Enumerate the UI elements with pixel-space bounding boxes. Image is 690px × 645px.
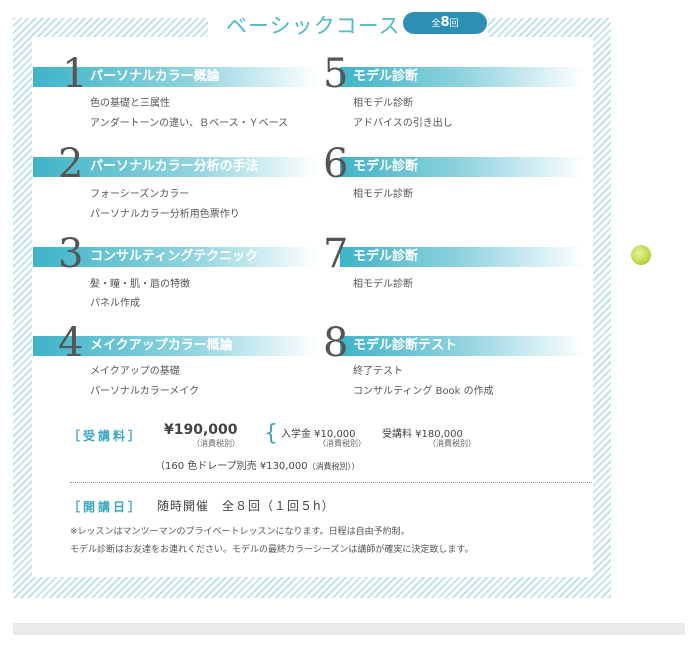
entrance-fee-tax: （消費税別） xyxy=(318,439,366,448)
total-price-tax: （消費税別） xyxy=(192,439,240,448)
lesson-2-band xyxy=(33,157,318,177)
bottom-bar xyxy=(13,623,685,635)
tuition-fee: 受講料 ¥180,000 xyxy=(382,429,463,440)
lesson-5-heading: モデル診断 xyxy=(353,69,419,84)
lesson-6-heading: モデル診断 xyxy=(353,159,419,174)
lesson-1-item: アンダートーンの違い、Ｂベース・Ｙベース xyxy=(90,118,289,129)
lesson-2-item: フォーシーズンカラー xyxy=(90,189,190,200)
badge-number: 8 xyxy=(440,15,450,30)
entrance-fee: 入学金 ¥10,000 xyxy=(281,429,356,440)
lesson-2-number: 2 xyxy=(58,141,84,187)
lesson-5-item: アドバイスの引き出し xyxy=(353,118,453,129)
lesson-7-number: 7 xyxy=(323,231,349,277)
lesson-6-number: 6 xyxy=(323,141,349,187)
lesson-4-band xyxy=(33,336,318,356)
lesson-3-band xyxy=(33,247,318,267)
lesson-4-heading: メイクアップカラー概論 xyxy=(90,338,233,353)
lesson-1-band xyxy=(33,67,318,87)
schedule-note: ※レッスンはマンツーマンのプライベートレッスンになります。日程は自由予約制。 xyxy=(70,527,410,537)
lesson-4-item: メイクアップの基礎 xyxy=(90,366,180,377)
lesson-4-item: パーソナルカラーメイク xyxy=(90,386,200,397)
badge-suffix: 回 xyxy=(449,19,459,29)
lesson-7-item: 相モデル診断 xyxy=(353,279,413,290)
schedule-label: ［開講日］ xyxy=(68,500,144,514)
content-panel xyxy=(32,37,593,577)
lesson-1-item: 色の基礎と三属性 xyxy=(90,98,170,109)
lesson-1-number: 1 xyxy=(62,51,88,97)
swirl-icon xyxy=(631,245,651,265)
lesson-5-band xyxy=(340,67,585,87)
lesson-7-band xyxy=(340,247,585,267)
badge-prefix: 全 xyxy=(431,19,441,29)
total-price: ¥190,000 xyxy=(164,422,238,438)
lesson-5-number: 5 xyxy=(323,51,349,97)
lesson-8-item: コンサルティング Book の作成 xyxy=(353,386,494,397)
lesson-4-number: 4 xyxy=(58,320,84,366)
lesson-8-number: 8 xyxy=(323,320,349,366)
drape-price-text: （160 色ドレープ別売 ¥130,000 xyxy=(155,461,308,472)
course-title: ベーシックコース xyxy=(226,14,401,38)
lesson-3-item: パネル作成 xyxy=(90,298,140,309)
lesson-8-band xyxy=(340,336,585,356)
lesson-6-band xyxy=(340,157,585,177)
lesson-7-heading: モデル診断 xyxy=(353,249,419,264)
lesson-1-heading: パーソナルカラー概論 xyxy=(90,69,220,84)
lesson-5-item: 相モデル診断 xyxy=(353,98,413,109)
drape-price-tax: （消費税別）） xyxy=(307,462,360,471)
schedule-text: 随時開催 全８回（１回５h） xyxy=(157,499,335,513)
lesson-8-heading: モデル診断テスト xyxy=(353,338,458,353)
session-count-badge: 全8回 xyxy=(403,12,487,34)
brace: { xyxy=(264,421,278,446)
drape-price: （160 色ドレープ別売 ¥130,000（消費税別）） xyxy=(155,457,360,472)
lesson-2-item: パーソナルカラー分析用色票作り xyxy=(90,209,240,220)
lesson-6-item: 相モデル診断 xyxy=(353,189,413,200)
lesson-2-heading: パーソナルカラー分析の手法 xyxy=(90,159,259,174)
lesson-3-heading: コンサルティングテクニック xyxy=(90,249,259,264)
divider xyxy=(70,482,592,483)
tuition-fee-tax: （消費税別） xyxy=(428,439,476,448)
schedule-note: モデル診断はお友達をお連れください。モデルの最終カラーシーズンは講師が確実に決定… xyxy=(70,545,474,555)
lesson-8-item: 終了テスト xyxy=(353,366,403,377)
lesson-3-number: 3 xyxy=(58,231,84,277)
fee-label: ［受講料］ xyxy=(68,429,144,443)
lesson-3-item: 髪・瞳・肌・唇の特徴 xyxy=(90,279,190,290)
